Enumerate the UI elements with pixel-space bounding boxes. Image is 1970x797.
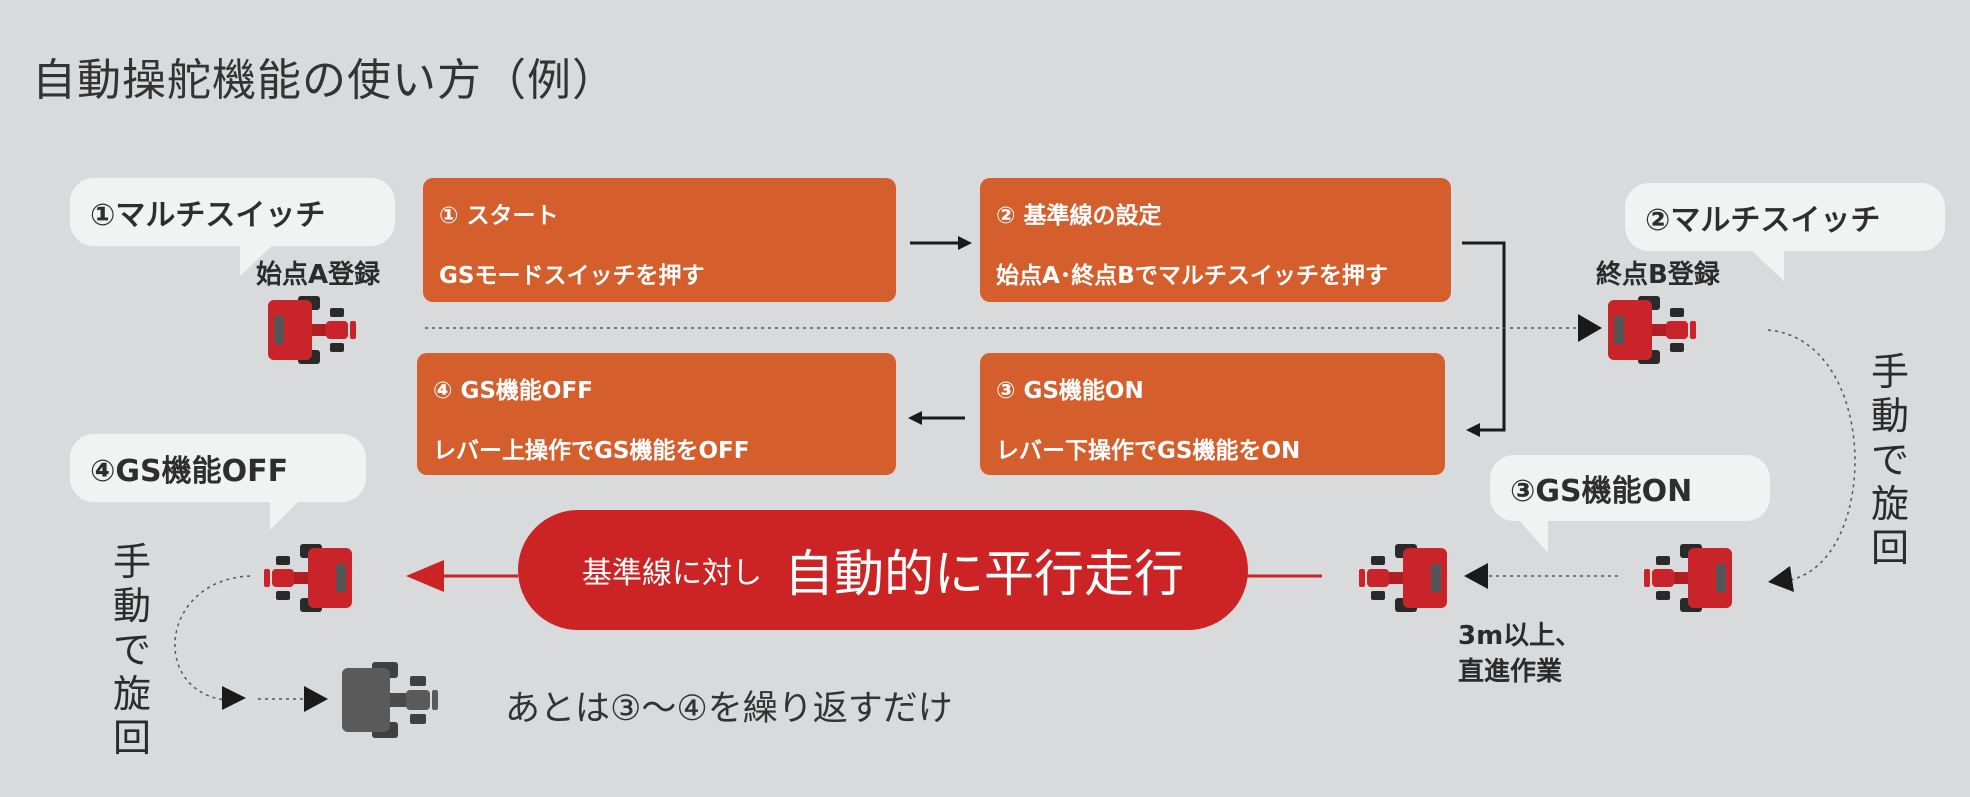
end-b-label: 終点B登録 <box>1596 260 1720 290</box>
arrowhead <box>1464 563 1488 589</box>
step-description: 始点A･終点Bでマルチスイッチを押す <box>996 263 1388 289</box>
tractor-after-turn <box>1644 544 1732 612</box>
step-title: ② 基準線の設定 <box>996 203 1162 229</box>
tractor-gs-on <box>1359 544 1447 612</box>
distance-note: 3m以上、直進作業 <box>1458 621 1582 687</box>
step-description: GSモードスイッチを押す <box>439 263 705 289</box>
tractor-start-a <box>268 296 356 364</box>
manual-turn-right-label: 手動で旋回 <box>1870 350 1909 570</box>
manual-turn-left-label: 手動で旋回 <box>112 540 151 760</box>
repeat-note: あとは③～④を繰り返すだけ <box>505 689 953 729</box>
step-description: レバー下操作でGS機能をON <box>996 438 1301 464</box>
arrowhead <box>1466 423 1480 437</box>
red-arrowhead <box>406 560 444 592</box>
turn-path-left <box>174 575 251 701</box>
tractor-next-pass <box>342 662 438 738</box>
step-4-box: ④ GS機能OFF レバー上操作でGS機能をOFF <box>417 353 896 475</box>
arrowhead <box>1768 566 1794 592</box>
step-description: レバー上操作でGS機能をOFF <box>433 438 750 464</box>
tractor-gs-off <box>264 544 352 612</box>
speech-bubble-multiswitch-2: ②マルチスイッチ <box>1625 183 1945 281</box>
arrowhead <box>1578 314 1602 342</box>
arrowhead <box>908 411 922 425</box>
parallel-run-banner: 基準線に対し 自動的に平行走行 <box>518 510 1248 630</box>
arrowhead <box>222 686 246 710</box>
step-title: ④ GS機能OFF <box>433 378 593 404</box>
page-title: 自動操舵機能の使い方（例） <box>32 55 617 106</box>
arrowhead <box>958 236 972 250</box>
step-title: ③ GS機能ON <box>996 378 1144 404</box>
tractor-end-b <box>1608 296 1696 364</box>
turn-path-right <box>1767 329 1856 581</box>
banner-main-text: 自動的に平行走行 <box>784 545 1184 603</box>
step-title: ① スタート <box>439 203 559 229</box>
banner-subtext: 基準線に対し <box>582 556 762 591</box>
step-3-box: ③ GS機能ON レバー下操作でGS機能をON <box>980 353 1445 475</box>
arrowhead <box>304 686 328 712</box>
step-1-box: ① スタート GSモードスイッチを押す <box>423 178 896 302</box>
speech-bubble-gs-on: ③GS機能ON <box>1490 455 1770 553</box>
start-a-label: 始点A登録 <box>256 260 381 290</box>
step-2-box: ② 基準線の設定 始点A･終点Bでマルチスイッチを押す <box>980 178 1451 302</box>
speech-bubble-gs-off: ④GS機能OFF <box>70 434 366 502</box>
speech-bubble-multiswitch-1: ①マルチスイッチ <box>70 178 395 276</box>
arrow-step2-to-step3 <box>1462 241 1506 432</box>
